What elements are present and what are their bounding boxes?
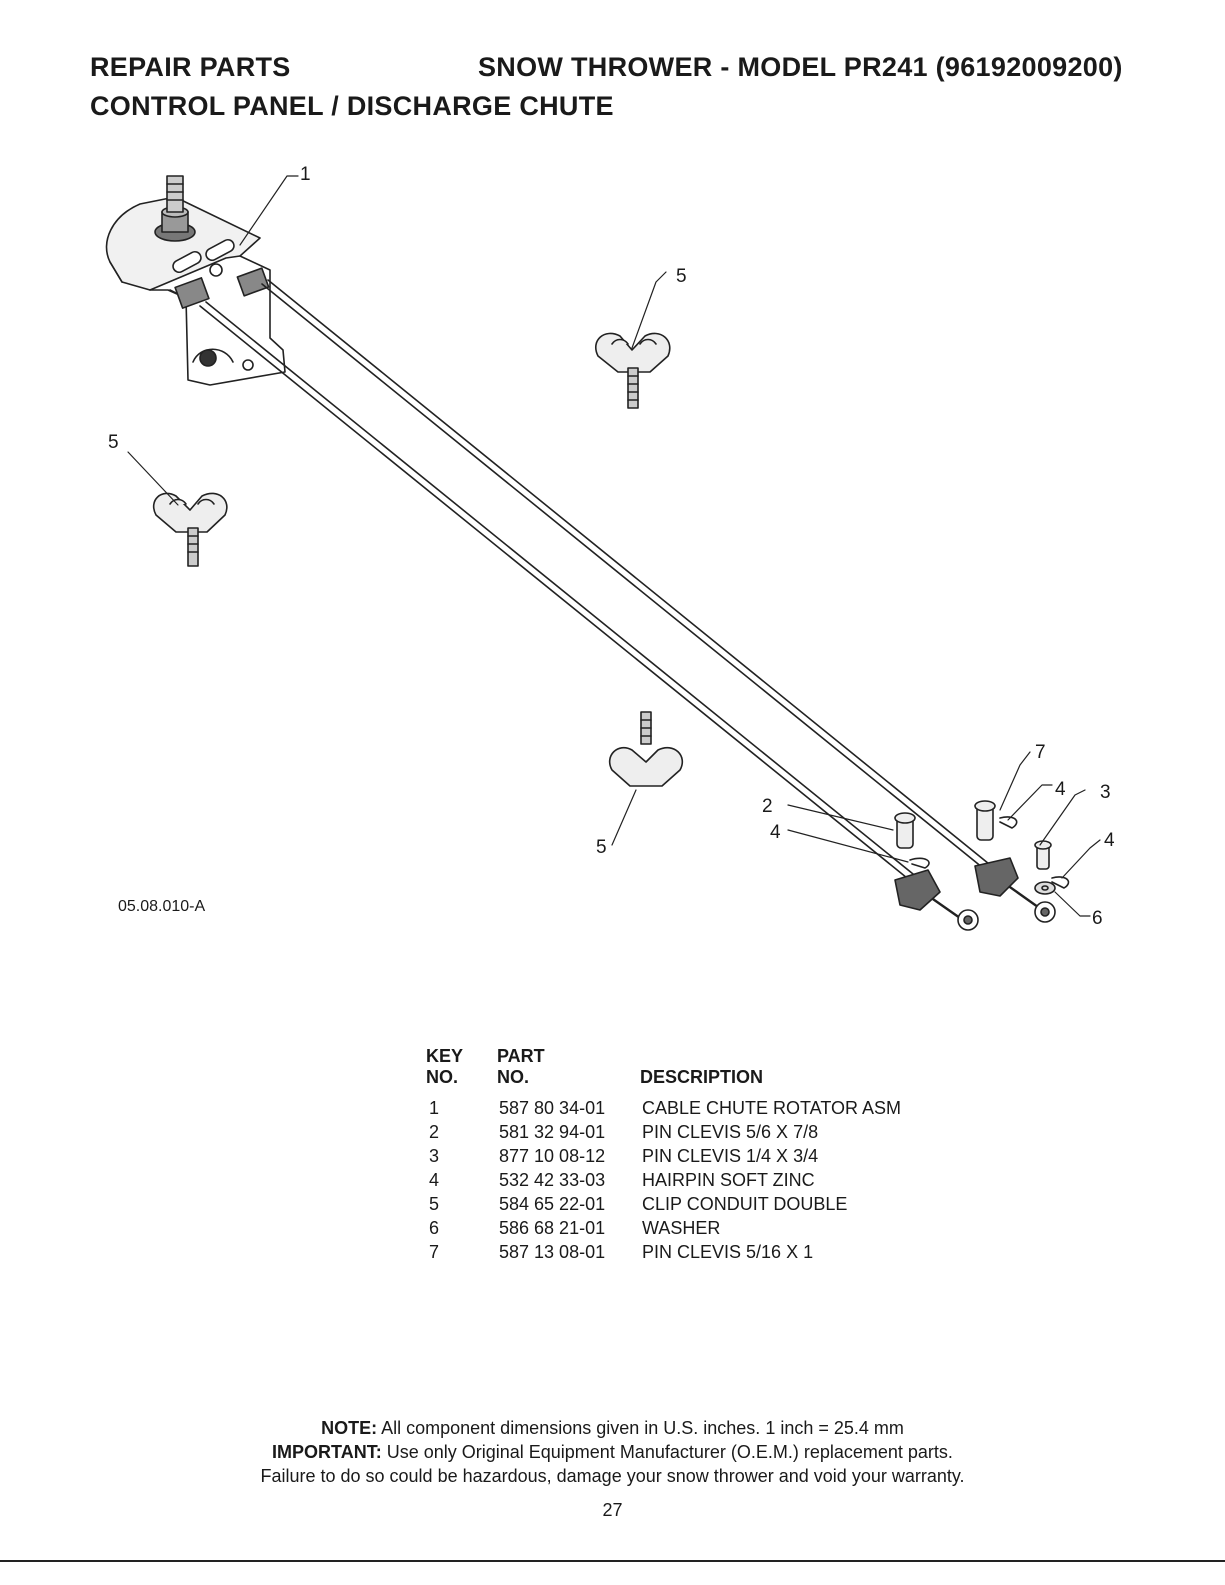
conduit-clip-left — [152, 492, 228, 567]
callout-6: 6 — [1092, 908, 1103, 929]
important-line: IMPORTANT: Use only Original Equipment M… — [272, 1442, 953, 1462]
callout-4-upper: 4 — [1055, 779, 1066, 800]
cable-end-left — [894, 869, 979, 931]
callout-4-left: 4 — [770, 822, 781, 843]
leader-lines — [127, 175, 1101, 917]
header-part-no: PART NO. — [497, 1046, 545, 1087]
exploded-parts-diagram: 1 5 5 5 7 4 3 2 4 4 6 — [105, 164, 1115, 931]
callout-5-bottom: 5 — [596, 837, 607, 858]
callout-3: 3 — [1100, 782, 1111, 803]
warning-line: Failure to do so could be hazardous, dam… — [260, 1466, 965, 1486]
cable-chute-rotator-assembly — [105, 175, 286, 386]
note-line: NOTE: All component dimensions given in … — [321, 1418, 904, 1438]
clevis-pin-3 — [1034, 840, 1052, 870]
clevis-pin-2 — [894, 812, 916, 849]
section-subtitle: CONTROL PANEL / DISCHARGE CHUTE — [90, 91, 614, 121]
cable-end-right — [974, 857, 1056, 923]
figure-id: 05.08.010-A — [118, 898, 206, 915]
conduit-clip-upper — [595, 332, 671, 409]
callout-1: 1 — [300, 164, 311, 185]
washer-6 — [1034, 881, 1056, 895]
callout-7: 7 — [1035, 742, 1046, 763]
header-model-title: SNOW THROWER - MODEL PR241 (96192009200) — [478, 52, 1123, 82]
callout-4-right: 4 — [1104, 830, 1115, 851]
callout-5-left: 5 — [108, 432, 119, 453]
hairpins — [909, 816, 1070, 889]
clevis-pin-7 — [974, 800, 996, 841]
page-bottom-rule — [0, 1560, 1225, 1562]
header-left-title: REPAIR PARTS — [90, 52, 291, 82]
header-key-no: KEY NO. — [426, 1046, 464, 1087]
callout-2: 2 — [762, 796, 773, 817]
page-number: 27 — [602, 1500, 623, 1520]
conduit-clip-lower — [608, 711, 683, 787]
callout-5-top: 5 — [676, 266, 687, 287]
header-description: DESCRIPTION — [640, 1067, 764, 1087]
chute-cables — [199, 279, 1047, 927]
